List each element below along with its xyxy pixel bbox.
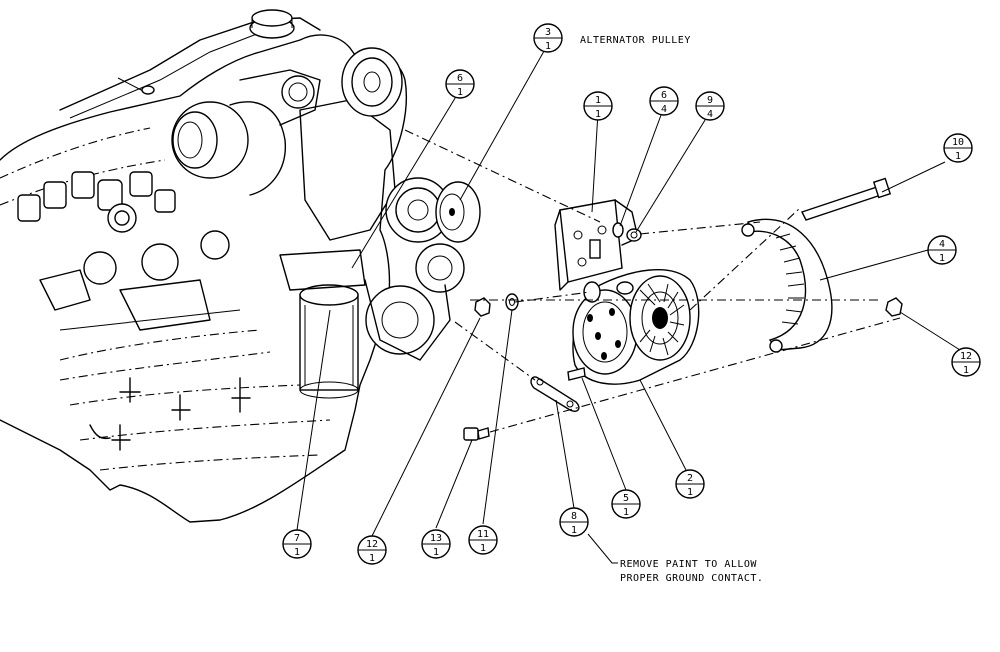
ground-contact-note-line2: PROPER GROUND CONTACT.: [620, 573, 763, 584]
balloon-item-qty: 4: [661, 104, 667, 115]
balloon-item-12-left: 12 1: [357, 535, 387, 565]
balloon-item-6-qty4: 6 4: [649, 86, 679, 116]
balloon-item-1: 1 1: [583, 91, 613, 121]
balloon-item-qty: 1: [595, 109, 601, 120]
balloon-item-8: 8 1: [559, 507, 589, 537]
balloon-item-qty: 1: [623, 507, 629, 518]
bolt-13-part: [463, 427, 490, 441]
balloon-item-7: 7 1: [282, 529, 312, 559]
balloon-item-qty: 1: [955, 151, 961, 162]
balloon-item-number: 5: [623, 493, 629, 504]
stud-5-part: [567, 367, 586, 381]
balloon-item-qty: 1: [480, 543, 486, 554]
fuel-filter-canister: [279, 249, 366, 399]
balloon-item-4: 4 1: [927, 235, 957, 265]
balloon-item-qty: 1: [571, 525, 577, 536]
balloon-item-qty: 4: [707, 109, 713, 120]
alternator-pulley-part: [435, 181, 481, 243]
nut-left-part: [474, 293, 519, 317]
balloon-item-qty: 1: [369, 553, 375, 564]
balloon-item-9: 9 4: [695, 91, 725, 121]
balloon-item-number: 7: [294, 533, 300, 544]
balloon-item-number: 2: [687, 473, 693, 484]
turbocharger: [171, 69, 321, 196]
balloon-item-number: 8: [571, 511, 577, 522]
balloon-item-number: 10: [952, 137, 964, 148]
balloon-item-qty: 1: [545, 41, 551, 52]
balloon-item-3: 3 1: [533, 23, 563, 53]
balloon-item-5: 5 1: [611, 489, 641, 519]
balloon-item-2: 2 1: [675, 469, 705, 499]
ground-strap-part: [530, 376, 580, 412]
balloon-item-qty: 1: [294, 547, 300, 558]
balloon-item-6: 6 1: [445, 69, 475, 99]
balloon-item-qty: 1: [687, 487, 693, 498]
balloon-item-number: 6: [457, 73, 463, 84]
ground-contact-note-line1: REMOVE PAINT TO ALLOW: [620, 559, 757, 570]
balloon-item-number: 3: [545, 27, 551, 38]
leader-lines: [296, 43, 961, 564]
balloon-item-number: 12: [366, 539, 378, 550]
balloon-item-qty: 1: [963, 365, 969, 376]
through-bolt-part: [801, 177, 892, 221]
balloon-item-number: 12: [960, 351, 972, 362]
balloon-item-13: 13 1: [421, 529, 451, 559]
nut-right-part: [885, 297, 903, 317]
balloon-item-number: 1: [595, 95, 601, 106]
balloon-item-number: 6: [661, 90, 667, 101]
balloon-item-11: 11 1: [468, 525, 498, 555]
balloon-item-qty: 1: [457, 87, 463, 98]
balloon-item-number: 9: [707, 95, 713, 106]
balloon-item-12-right: 12 1: [951, 347, 981, 377]
bracket-washer-bolt: [612, 222, 642, 242]
front-gear-case: [299, 47, 465, 361]
alternator-part: [572, 269, 700, 385]
alternator-pulley-label: ALTERNATOR PULLEY: [580, 35, 691, 46]
balloon-item-number: 11: [477, 529, 489, 540]
balloon-item-qty: 1: [939, 253, 945, 264]
balloon-item-10: 10 1: [943, 133, 973, 163]
rear-cover-part: [741, 218, 833, 353]
balloon-item-number: 4: [939, 239, 945, 250]
engine-block: [0, 9, 481, 523]
injector-row: [17, 171, 176, 233]
balloon-item-qty: 1: [433, 547, 439, 558]
mounting-bracket-part: [554, 199, 639, 291]
balloon-item-number: 13: [430, 533, 442, 544]
